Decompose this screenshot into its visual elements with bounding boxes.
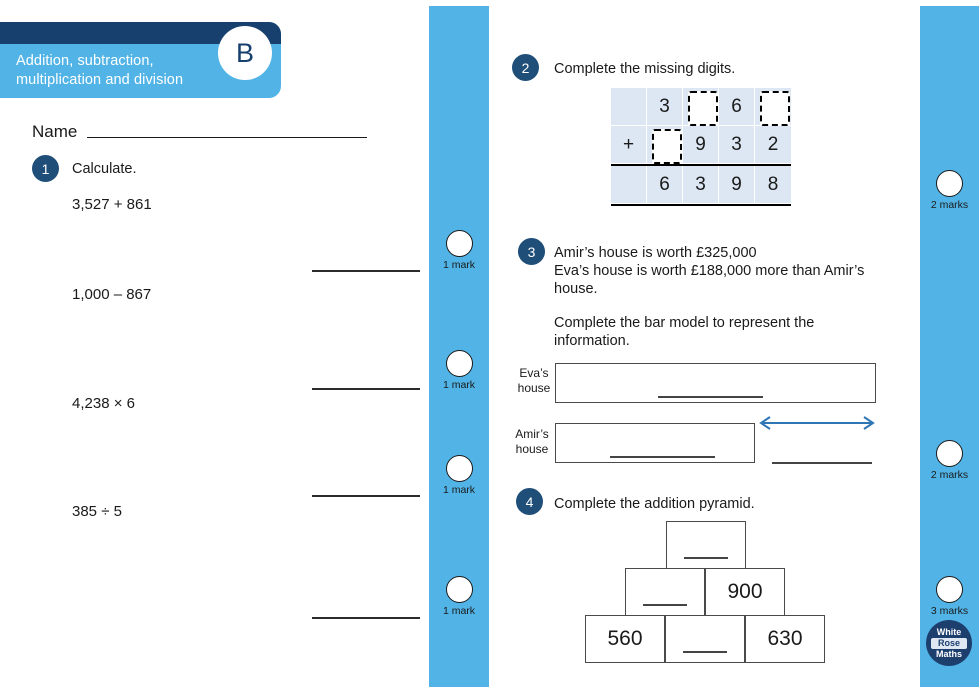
white-rose-maths-logo: White Rose Maths bbox=[926, 620, 972, 666]
mark-slot-q1b[interactable]: 1 mark bbox=[429, 350, 489, 391]
question-2-prompt: Complete the missing digits. bbox=[554, 61, 736, 77]
grid-cell: 9 bbox=[719, 166, 755, 204]
pyramid-bottom-middle-answer-line[interactable] bbox=[683, 651, 727, 653]
double-arrow-svg bbox=[759, 416, 875, 430]
name-field[interactable]: Name bbox=[32, 122, 368, 142]
bar-label-amir: Amir’s house bbox=[515, 427, 549, 456]
grid-cell bbox=[611, 88, 647, 126]
grid-cell: 8 bbox=[755, 166, 791, 204]
difference-answer-line[interactable] bbox=[772, 462, 872, 464]
grid-sum-rule-bottom bbox=[611, 204, 791, 206]
mark-circle-icon[interactable] bbox=[936, 440, 963, 467]
marks-strip-left bbox=[429, 6, 489, 687]
answer-line-4[interactable] bbox=[312, 617, 420, 619]
bar-eva-answer-line[interactable] bbox=[658, 396, 763, 398]
paper-letter-badge: B bbox=[218, 26, 272, 80]
grid-sum-rule-top bbox=[611, 164, 791, 166]
mark-label: 1 mark bbox=[442, 605, 476, 617]
mark-label: 3 marks bbox=[930, 605, 969, 617]
mark-label: 1 mark bbox=[442, 379, 476, 391]
mark-circle-icon[interactable] bbox=[445, 455, 473, 482]
mark-label: 1 mark bbox=[442, 259, 476, 271]
pyramid-cell-top[interactable] bbox=[666, 521, 746, 569]
question-3-prompt-line2: Eva’s house is worth £188,000 more than … bbox=[554, 263, 865, 297]
mark-circle-icon[interactable] bbox=[445, 350, 473, 377]
mark-label: 2 marks bbox=[930, 469, 969, 481]
logo-line-maths: Maths bbox=[935, 648, 962, 659]
mark-slot-q4[interactable]: 3 marks bbox=[920, 576, 979, 617]
mark-circle-icon[interactable] bbox=[445, 576, 473, 603]
answer-line-3[interactable] bbox=[312, 495, 420, 497]
answer-line-2[interactable] bbox=[312, 388, 420, 390]
question-3-number: 3 bbox=[518, 238, 545, 265]
name-input-line[interactable] bbox=[87, 137, 368, 138]
question-3-prompt-line1: Amir’s house is worth £325,000 bbox=[554, 245, 757, 261]
grid-cell: 6 bbox=[647, 166, 683, 204]
calculation-1: 3,527 + 861 bbox=[72, 196, 152, 213]
difference-arrow-icon bbox=[757, 416, 877, 430]
logo-line-white: White bbox=[936, 626, 962, 637]
answer-line-1[interactable] bbox=[312, 270, 420, 272]
pyramid-cell-middle-left[interactable] bbox=[625, 568, 705, 616]
grid-cell: 2 bbox=[755, 126, 791, 164]
calculation-3: 4,238 × 6 bbox=[72, 395, 135, 412]
grid-row-total: 6 3 9 8 bbox=[611, 166, 791, 204]
pyramid-cell-bottom-right: 630 bbox=[745, 615, 825, 663]
grid-cell: 3 bbox=[647, 88, 683, 126]
mark-label: 1 mark bbox=[442, 484, 476, 496]
name-label: Name bbox=[32, 122, 78, 141]
calculation-4: 385 ÷ 5 bbox=[72, 503, 122, 520]
grid-cell bbox=[611, 166, 647, 204]
grid-cell-blank[interactable] bbox=[755, 88, 791, 126]
calculation-2: 1,000 – 867 bbox=[72, 286, 152, 303]
mark-circle-icon[interactable] bbox=[936, 170, 963, 197]
pyramid-cell-bottom-middle[interactable] bbox=[665, 615, 745, 663]
mark-circle-icon[interactable] bbox=[936, 576, 963, 603]
grid-row-addend-2: + 9 3 2 bbox=[611, 126, 791, 164]
question-2-number: 2 bbox=[512, 54, 539, 81]
question-1-prompt: Calculate. bbox=[72, 161, 137, 177]
question-3-prompt-line3: Complete the bar model to represent the … bbox=[554, 315, 815, 349]
logo-line-rose: Rose bbox=[931, 637, 967, 649]
grid-row-addend-1: 3 6 bbox=[611, 88, 791, 126]
grid-cell: 3 bbox=[719, 126, 755, 164]
pyramid-middle-left-answer-line[interactable] bbox=[643, 604, 687, 606]
grid-cell: 9 bbox=[683, 126, 719, 164]
banner-title: Addition, subtraction, multiplication an… bbox=[16, 53, 184, 88]
mark-circle-icon[interactable] bbox=[445, 230, 473, 257]
grid-cell-blank[interactable] bbox=[647, 126, 683, 164]
mark-slot-q1d[interactable]: 1 mark bbox=[429, 576, 489, 617]
mark-slot-q1a[interactable]: 1 mark bbox=[429, 230, 489, 271]
grid-cell-blank[interactable] bbox=[683, 88, 719, 126]
grid-cell: 3 bbox=[683, 166, 719, 204]
mark-slot-q1c[interactable]: 1 mark bbox=[429, 455, 489, 496]
grid-cell-operator: + bbox=[611, 126, 647, 164]
marks-strip-right bbox=[920, 6, 979, 687]
mark-slot-q2[interactable]: 2 marks bbox=[920, 170, 979, 211]
question-1-number: 1 bbox=[32, 155, 59, 182]
question-4-number: 4 bbox=[516, 488, 543, 515]
mark-label: 2 marks bbox=[930, 199, 969, 211]
grid-cell: 6 bbox=[719, 88, 755, 126]
question-4-prompt: Complete the addition pyramid. bbox=[554, 496, 755, 512]
pyramid-cell-middle-right: 900 bbox=[705, 568, 785, 616]
column-addition-grid: 3 6 + 9 3 2 6 3 9 8 bbox=[611, 88, 791, 206]
mark-slot-q3[interactable]: 2 marks bbox=[920, 440, 979, 481]
pyramid-cell-bottom-left: 560 bbox=[585, 615, 665, 663]
pyramid-top-answer-line[interactable] bbox=[684, 557, 728, 559]
banner-top-strip bbox=[0, 22, 281, 44]
bar-amir-answer-line[interactable] bbox=[610, 456, 715, 458]
bar-label-eva: Eva’s house bbox=[517, 366, 551, 395]
